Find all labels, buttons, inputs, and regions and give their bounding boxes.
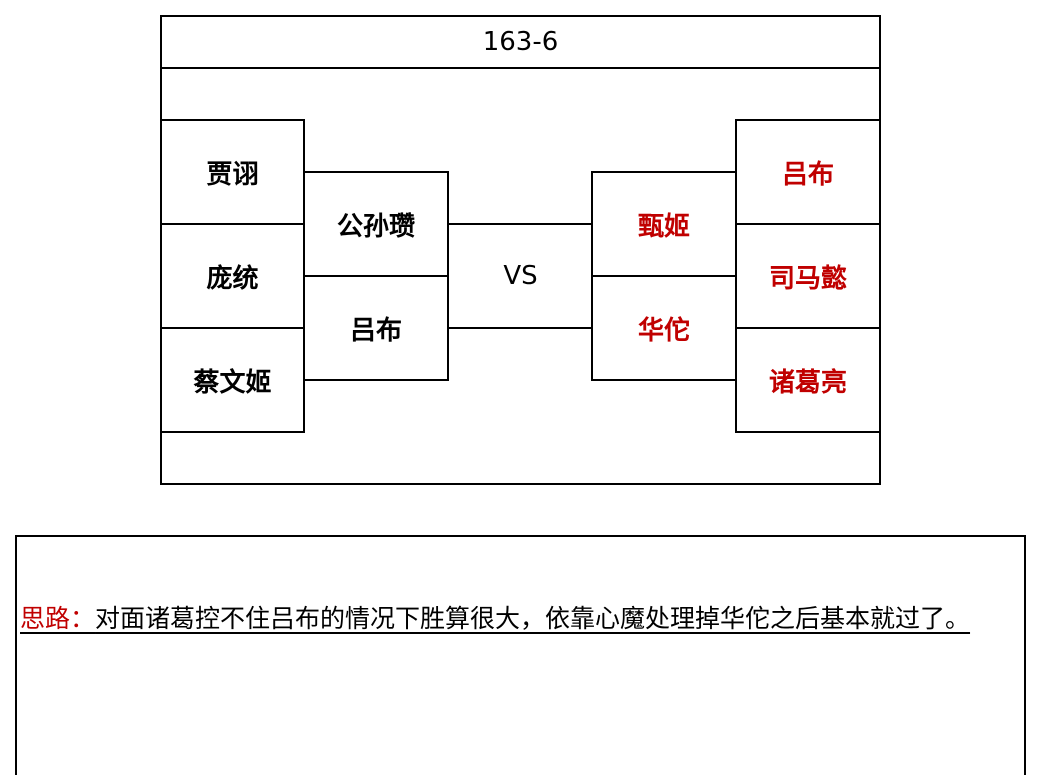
right-inner-general-2-label: 华佗 bbox=[637, 315, 690, 346]
right-outer-general-1-label: 吕布 bbox=[781, 159, 834, 190]
left-outer-general-1: 贾诩 bbox=[160, 119, 305, 225]
strategy-note-label: 思路： bbox=[20, 604, 96, 633]
puzzle-title-text: 163-6 bbox=[482, 27, 559, 57]
left-outer-general-2: 庞统 bbox=[160, 223, 305, 329]
right-outer-general-3: 诸葛亮 bbox=[735, 327, 881, 433]
puzzle-title: 163-6 bbox=[160, 15, 881, 69]
strategy-note-text: 对面诸葛控不住吕布的情况下胜算很大，依靠心魔处理掉华佗之后基本就过了。 bbox=[95, 604, 971, 633]
left-outer-general-2-label: 庞统 bbox=[206, 263, 259, 294]
right-inner-general-1-label: 甄姬 bbox=[637, 211, 690, 242]
left-outer-general-3-label: 蔡文姬 bbox=[193, 367, 272, 398]
right-outer-general-1: 吕布 bbox=[735, 119, 881, 225]
strategy-note-box bbox=[15, 535, 1026, 775]
right-outer-general-2: 司马懿 bbox=[735, 223, 881, 329]
left-outer-general-3: 蔡文姬 bbox=[160, 327, 305, 433]
right-inner-general-2: 华佗 bbox=[591, 275, 737, 381]
left-inner-general-2-label: 吕布 bbox=[349, 315, 402, 346]
left-inner-general-2: 吕布 bbox=[303, 275, 449, 381]
right-inner-general-1: 甄姬 bbox=[591, 171, 737, 277]
left-inner-general-1: 公孙瓒 bbox=[303, 171, 449, 277]
left-inner-general-1-label: 公孙瓒 bbox=[336, 211, 415, 242]
right-outer-general-2-label: 司马懿 bbox=[768, 263, 847, 294]
connector-line-top bbox=[447, 223, 593, 225]
left-outer-general-1-label: 贾诩 bbox=[206, 159, 259, 190]
connector-line-bottom bbox=[447, 327, 593, 329]
versus-text: VS bbox=[503, 261, 538, 291]
right-outer-general-3-label: 诸葛亮 bbox=[768, 367, 847, 398]
strategy-note: 思路：对面诸葛控不住吕布的情况下胜算很大，依靠心魔处理掉华佗之后基本就过了。 bbox=[20, 596, 1020, 641]
versus-label: VS bbox=[448, 224, 593, 328]
